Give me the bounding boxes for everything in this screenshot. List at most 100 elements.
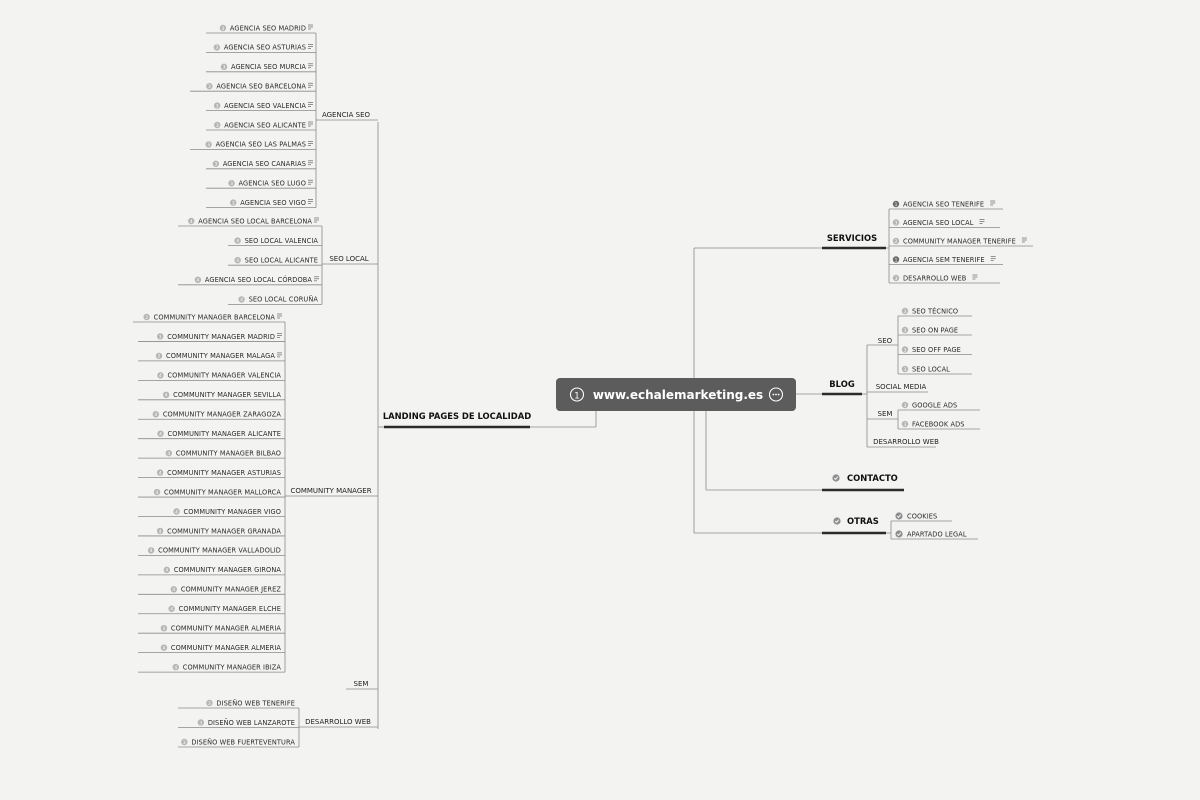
- list-item[interactable]: COMMUNITY MANAGER JEREZ: [181, 586, 282, 594]
- list-item[interactable]: COOKIES: [907, 512, 937, 520]
- list-item[interactable]: AGENCIA SEO MURCIA: [231, 63, 306, 71]
- note-icon[interactable]: [308, 82, 313, 88]
- subtopic-sem[interactable]: SEM: [354, 680, 369, 688]
- list-item[interactable]: SEO OFF PAGE: [912, 346, 961, 354]
- note-icon[interactable]: [308, 63, 313, 69]
- list-item[interactable]: COMMUNITY MANAGER ALICANTE: [168, 430, 281, 438]
- note-icon[interactable]: [308, 160, 313, 166]
- subtopic-blog-sem[interactable]: SEM: [878, 410, 893, 418]
- list-item[interactable]: COMMUNITY MANAGER GIRONA: [174, 566, 282, 574]
- topic-label: COMMUNITY MANAGER TENERIFE: [903, 237, 1016, 245]
- note-icon[interactable]: [308, 199, 313, 204]
- list-item[interactable]: AGENCIA SEO ASTURIAS: [224, 44, 306, 52]
- list-item[interactable]: SEO LOCAL VALENCIA: [245, 237, 319, 245]
- subtopic-social-media[interactable]: SOCIAL MEDIA: [876, 383, 927, 391]
- list-item[interactable]: COMMUNITY MANAGER TENERIFE: [903, 237, 1016, 245]
- list-item[interactable]: AGENCIA SEO VALENCIA: [224, 102, 306, 110]
- priority-marker-icon: 4: [160, 644, 168, 651]
- list-item[interactable]: FACEBOOK ADS: [912, 420, 965, 428]
- note-icon[interactable]: [979, 219, 985, 224]
- subtopic-agencia-seo[interactable]: AGENCIA SEO: [322, 111, 371, 119]
- note-icon[interactable]: [308, 24, 313, 30]
- list-item[interactable]: SEO TÉCNICO: [912, 306, 958, 315]
- subtopic-community-manager[interactable]: COMMUNITY MANAGER: [290, 487, 371, 495]
- list-item[interactable]: AGENCIA SEO LOCAL CÓRDOBA: [205, 275, 312, 284]
- list-item[interactable]: AGENCIA SEO LOCAL: [903, 219, 974, 227]
- list-item[interactable]: COMMUNITY MANAGER VIGO: [184, 508, 281, 516]
- list-item[interactable]: COMMUNITY MANAGER BARCELONA: [154, 313, 276, 321]
- list-item[interactable]: COMMUNITY MANAGER ALMERIA: [171, 644, 281, 652]
- subtopic-blog-desarrollo-web[interactable]: DESARROLLO WEB: [873, 438, 939, 446]
- svg-text:3: 3: [159, 334, 162, 340]
- subtopic-desarrollo-web[interactable]: DESARROLLO WEB: [305, 718, 371, 726]
- list-item[interactable]: COMMUNITY MANAGER ASTURIAS: [167, 469, 281, 477]
- list-item[interactable]: AGENCIA SEO MADRID: [230, 24, 306, 32]
- list-item[interactable]: SEO LOCAL: [912, 365, 950, 373]
- list-item[interactable]: AGENCIA SEO VIGO: [240, 199, 306, 207]
- list-item[interactable]: SEO ON PAGE: [912, 326, 958, 334]
- list-item[interactable]: DISEÑO WEB FUERTEVENTURA: [191, 737, 295, 746]
- note-icon[interactable]: [308, 141, 313, 146]
- list-item[interactable]: DISEÑO WEB LANZAROTE: [208, 718, 295, 727]
- list-item[interactable]: COMMUNITY MANAGER MADRID: [167, 333, 275, 341]
- priority-marker-icon: 3: [901, 346, 909, 353]
- list-item[interactable]: AGENCIA SEO CANARIAS: [223, 160, 306, 168]
- note-icon[interactable]: [314, 276, 319, 282]
- list-item[interactable]: COMMUNITY MANAGER ELCHE: [179, 605, 281, 613]
- priority-marker-icon: 3: [157, 333, 164, 340]
- priority-marker-icon: 4: [194, 276, 202, 284]
- list-item[interactable]: DESARROLLO WEB: [903, 274, 967, 282]
- note-icon[interactable]: [990, 256, 996, 261]
- list-item[interactable]: APARTADO LEGAL: [907, 530, 967, 538]
- list-item[interactable]: COMMUNITY MANAGER VALENCIA: [167, 372, 281, 380]
- svg-text:4: 4: [175, 509, 178, 515]
- note-icon[interactable]: [308, 121, 313, 127]
- note-icon[interactable]: [972, 274, 978, 280]
- note-icon[interactable]: [277, 352, 282, 358]
- main-topic-contacto[interactable]: CONTACTO: [847, 473, 898, 483]
- note-icon[interactable]: [308, 102, 313, 107]
- note-icon[interactable]: [314, 217, 319, 223]
- list-item[interactable]: AGENCIA SEO TENERIFE: [903, 200, 984, 208]
- list-item[interactable]: SEO LOCAL CORUÑA: [249, 295, 319, 304]
- subtopic-seo-local[interactable]: SEO LOCAL: [329, 255, 368, 263]
- priority-marker-icon: 4: [173, 508, 180, 515]
- svg-text:4: 4: [236, 238, 239, 244]
- svg-text:3: 3: [215, 45, 218, 51]
- list-item[interactable]: COMMUNITY MANAGER MALAGA: [166, 352, 275, 360]
- note-icon[interactable]: [990, 200, 996, 206]
- list-item[interactable]: AGENCIA SEM TENERIFE: [903, 256, 985, 264]
- main-topic-servicios[interactable]: SERVICIOS: [827, 233, 877, 243]
- list-item[interactable]: AGENCIA SEO ALICANTE: [224, 121, 306, 129]
- list-item[interactable]: AGENCIA SEO BARCELONA: [216, 83, 306, 91]
- list-item[interactable]: COMMUNITY MANAGER MALLORCA: [164, 488, 281, 496]
- svg-text:3: 3: [895, 276, 898, 282]
- list-item[interactable]: DISEÑO WEB TENERIFE: [216, 698, 295, 707]
- note-icon[interactable]: [308, 44, 313, 49]
- list-item[interactable]: COMMUNITY MANAGER IBIZA: [183, 663, 282, 671]
- list-item[interactable]: COMMUNITY MANAGER VALLADOLID: [158, 547, 281, 555]
- list-item[interactable]: SEO LOCAL ALICANTE: [245, 257, 318, 265]
- note-icon[interactable]: [277, 333, 282, 338]
- list-item[interactable]: AGENCIA SEO LUGO: [239, 180, 306, 188]
- note-icon[interactable]: [1021, 237, 1027, 243]
- list-item[interactable]: AGENCIA SEO LAS PALMAS: [216, 141, 306, 149]
- note-icon[interactable]: [308, 179, 313, 185]
- main-topic-blog[interactable]: BLOG: [829, 379, 855, 389]
- note-icon[interactable]: [277, 313, 282, 319]
- list-item[interactable]: GOOGLE ADS: [912, 401, 957, 409]
- list-item[interactable]: COMMUNITY MANAGER GRANADA: [167, 527, 281, 535]
- more-icon[interactable]: [768, 387, 784, 402]
- svg-text:4: 4: [170, 607, 173, 613]
- list-item[interactable]: COMMUNITY MANAGER BILBAO: [176, 449, 281, 457]
- list-item[interactable]: COMMUNITY MANAGER ALMERIA: [171, 625, 281, 633]
- main-topic-landing-pages[interactable]: LANDING PAGES DE LOCALIDAD: [383, 411, 531, 421]
- subtopic-blog-seo[interactable]: SEO: [878, 337, 893, 345]
- main-topic-otras[interactable]: OTRAS: [847, 516, 879, 526]
- list-item[interactable]: COMMUNITY MANAGER ZARAGOZA: [163, 411, 282, 419]
- list-item[interactable]: COMMUNITY MANAGER SEVILLA: [173, 391, 281, 399]
- list-item[interactable]: AGENCIA SEO LOCAL BARCELONA: [198, 217, 312, 225]
